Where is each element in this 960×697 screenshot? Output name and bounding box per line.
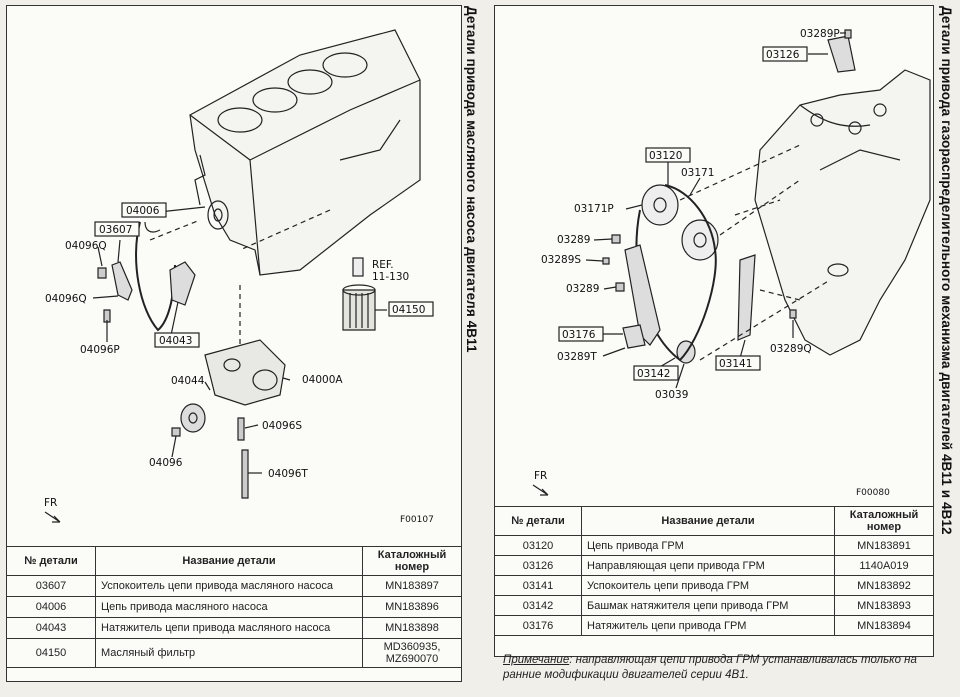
table-row: 03607 Успокоитель цепи привода масляного… <box>6 575 462 597</box>
label-03142: 03142 <box>637 368 670 380</box>
label-04096q-b: 04096Q <box>45 293 87 305</box>
part-name: Масляный фильтр <box>95 638 363 668</box>
label-04000a: 04000A <box>302 374 343 386</box>
table-row: 03141 Успокоитель цепи привода ГРМ MN183… <box>494 575 934 596</box>
label-03289-b: 03289 <box>566 283 599 295</box>
figure-code-left: F00107 <box>400 515 434 525</box>
timing-drive-diagram: 03289P 03126 03120 03171 03171P 03289 03… <box>532 28 931 498</box>
catalog-number: MN183892 <box>834 575 934 596</box>
label-03171p: 03171P <box>574 203 614 215</box>
table-row: 03176 Натяжитель цепи привода ГРМ MN1838… <box>494 615 934 636</box>
catalog-number: MD360935, MZ690070 <box>362 638 462 668</box>
header-part-name: Название детали <box>581 506 835 536</box>
header-catalog-number: Каталожный номер <box>834 506 934 536</box>
part-name: Цепь привода масляного насоса <box>95 596 363 618</box>
label-03126: 03126 <box>766 49 800 61</box>
header-part-number: № детали <box>6 546 96 576</box>
catalog-number: 1140A019 <box>834 555 934 576</box>
direction-label-right: FR <box>534 470 547 482</box>
catalog-number: MN183898 <box>362 617 462 639</box>
part-name: Цепь привода ГРМ <box>581 535 835 556</box>
label-04096s: 04096S <box>262 420 302 432</box>
table-row: 03120 Цепь привода ГРМ MN183891 <box>494 535 934 556</box>
part-name: Направляющая цепи привода ГРМ <box>581 555 835 576</box>
table-row: 04150 Масляный фильтр MD360935, MZ690070 <box>6 638 462 668</box>
catalog-number: MN183894 <box>834 615 934 636</box>
label-03289p: 03289P <box>800 28 840 40</box>
table-row: 03126 Направляющая цепи привода ГРМ 1140… <box>494 555 934 576</box>
label-04006: 04006 <box>126 205 160 217</box>
right-panel-title: Детали привода газораспределительного ме… <box>939 6 954 535</box>
label-04096t: 04096T <box>268 468 308 480</box>
table-row: 03142 Башмак натяжителя цепи привода ГРМ… <box>494 595 934 616</box>
part-number: 03126 <box>494 555 582 576</box>
note-text: : направляющая цепи привода ГРМ устанавл… <box>503 654 917 681</box>
label-04096q-a: 04096Q <box>65 240 107 252</box>
label-03289q: 03289Q <box>770 343 812 355</box>
catalog-number: MN183896 <box>362 596 462 618</box>
direction-label-left: FR <box>44 497 57 509</box>
table-header-row: № детали Название детали Каталожный номе… <box>494 506 934 536</box>
label-03176: 03176 <box>562 329 596 341</box>
part-name: Натяжитель цепи привода ГРМ <box>581 615 835 636</box>
oil-pump-parts-table: № детали Название детали Каталожный номе… <box>6 546 462 668</box>
part-number: 03141 <box>494 575 582 596</box>
left-panel-title: Детали привода масляного насоса двигател… <box>464 6 479 353</box>
part-name: Успокоитель цепи привода ГРМ <box>581 575 835 596</box>
part-name: Башмак натяжителя цепи привода ГРМ <box>581 595 835 616</box>
label-ref-page: 11-130 <box>372 271 409 283</box>
part-number: 03120 <box>494 535 582 556</box>
part-name: Успокоитель цепи привода масляного насос… <box>95 575 363 597</box>
catalog-number: MN183891 <box>834 535 934 556</box>
label-04096p: 04096P <box>80 344 120 356</box>
header-part-number: № детали <box>494 506 582 536</box>
figure-code-right: F00080 <box>856 488 890 498</box>
part-number: 03176 <box>494 615 582 636</box>
label-03289-a: 03289 <box>557 234 590 246</box>
oil-pump-drive-diagram: 04006 03607 04096Q 04096Q 04096P 04043 0… <box>44 29 434 525</box>
label-03141: 03141 <box>719 358 752 370</box>
label-ref: REF. <box>372 259 394 271</box>
footnote: Примечание: направляющая цепи привода ГР… <box>503 653 933 683</box>
header-part-name: Название детали <box>95 546 363 576</box>
note-label: Примечание <box>503 654 570 666</box>
label-04096: 04096 <box>149 457 183 469</box>
header-catalog-number: Каталожный номер <box>362 546 462 576</box>
label-03120: 03120 <box>649 150 682 162</box>
label-03039: 03039 <box>655 389 688 401</box>
catalog-number: MN183897 <box>362 575 462 597</box>
label-03607: 03607 <box>99 224 132 236</box>
table-row: 04043 Натяжитель цепи привода масляного … <box>6 617 462 639</box>
part-number: 03607 <box>6 575 96 597</box>
label-04044: 04044 <box>171 375 205 387</box>
label-04043: 04043 <box>159 335 192 347</box>
part-number: 04150 <box>6 638 96 668</box>
label-04150: 04150 <box>392 304 425 316</box>
timing-parts-table: № детали Название детали Каталожный номе… <box>494 506 934 636</box>
part-name: Натяжитель цепи привода масляного насоса <box>95 617 363 639</box>
part-number: 04006 <box>6 596 96 618</box>
label-03289s: 03289S <box>541 254 581 266</box>
label-03289t: 03289T <box>557 351 597 363</box>
part-number: 04043 <box>6 617 96 639</box>
part-number: 03142 <box>494 595 582 616</box>
catalog-number: MN183893 <box>834 595 934 616</box>
table-header-row: № детали Название детали Каталожный номе… <box>6 546 462 576</box>
label-03171: 03171 <box>681 167 714 179</box>
table-row: 04006 Цепь привода масляного насоса MN18… <box>6 596 462 618</box>
